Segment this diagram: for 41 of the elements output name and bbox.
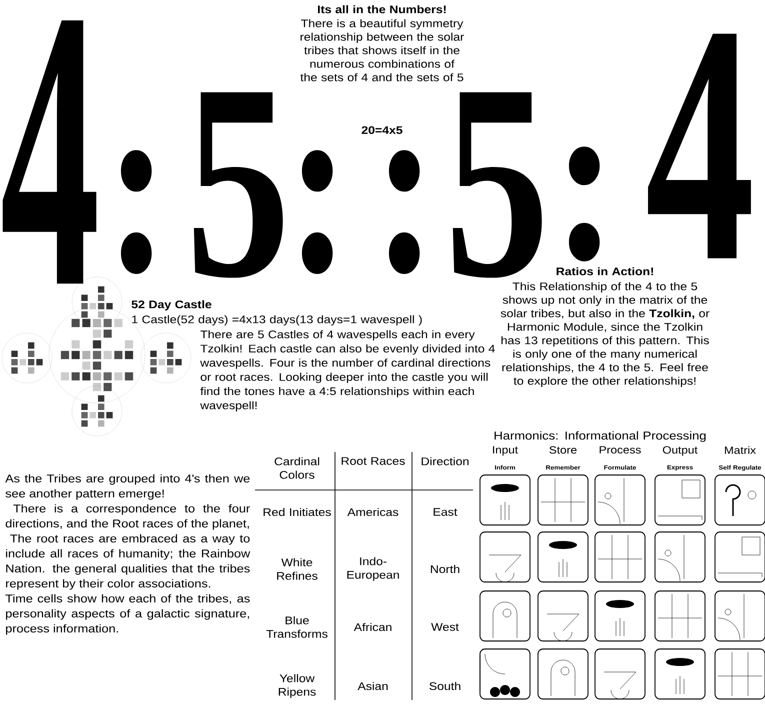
table-cell: Red Initiates	[264, 508, 331, 516]
paragraph: This Relationship of the 4 to the 5 shows up not only in the matrix of the solar tribes, but also in the Tzolkin, or Harmonic Module, since the Tzolkin has 13 repetitions of this pattern. This is only one of the many numerical relationships, the 4 to the 5. Feel free to explore the other relationships!	[500, 282, 710, 387]
table-cell: South	[429, 682, 460, 690]
table-cell: Cardinal Colors	[274, 457, 320, 479]
large-numeral: :	[388, 150, 420, 274]
paragraph: There are 5 Castles of 4 wavespells each in every Tzolkin! Each castle can also be evenly divided into 4 wavespells. Four is the number of cardinal directions or root races. Looking deeper into the castle you will find the tones have a 4:5 relationships within each wavespell!	[200, 330, 495, 412]
heading: 52 Day Castle	[132, 300, 212, 310]
formula-text: 20=4x5	[362, 126, 402, 134]
table-cell: Root Races	[342, 457, 405, 465]
table-cell: North	[430, 564, 460, 574]
column-header: Output	[662, 446, 698, 456]
heading: Ratios in Action!	[556, 267, 654, 276]
column-header: Process	[600, 446, 641, 454]
large-numeral: 5	[452, 92, 542, 278]
large-numeral: 4	[2, 20, 96, 284]
large-numeral: :	[568, 146, 600, 262]
table-cell: African	[354, 622, 392, 632]
paragraph: 1 Castle(52 days) =4x13 days(13 days=1 wavespell )	[132, 315, 422, 326]
table-cell: Yellow Ripens	[278, 674, 316, 698]
paragraph: There is a correspondence to the four directions, and the Root races of the planet,	[6, 504, 250, 530]
paragraph: The root races are embraced as a way to include all races of humanity; the Rainbow Nation. the general qualities that the tribes represent by their color associations.	[6, 534, 250, 590]
table-cell: Blue Transforms	[266, 616, 328, 638]
table-cell: Americas	[347, 508, 398, 516]
table-cell: White Refines	[277, 558, 318, 580]
large-numeral: 4	[648, 34, 751, 258]
column-header: Input	[493, 446, 518, 456]
heading: Its all in the Numbers!	[318, 5, 446, 14]
table-cell: Indo-European	[347, 557, 399, 581]
paragraph: Time cells show how each of the tribes, as personality aspects of a galactic signature, process information.	[5, 594, 250, 635]
table-cell: Direction	[422, 457, 468, 466]
heading: Harmonics: Informational Processing	[494, 431, 706, 442]
column-header: Store	[549, 446, 577, 454]
large-numeral: :	[120, 150, 152, 274]
column-header: Matrix	[724, 446, 756, 454]
table-cell: Asian	[358, 682, 388, 690]
table-cell: West	[431, 623, 459, 631]
large-numeral: 5	[194, 92, 283, 278]
table-cell: East	[434, 508, 458, 516]
paragraph: There is a beautiful symmetry relationship between the solar tribes that shows itself in the numerous combinations of the sets of 4 and the sets of 5	[300, 19, 464, 82]
paragraph: As the Tribes are grouped into 4's then we see another pattern emerge!	[5, 474, 250, 500]
large-numeral: :	[302, 150, 333, 274]
